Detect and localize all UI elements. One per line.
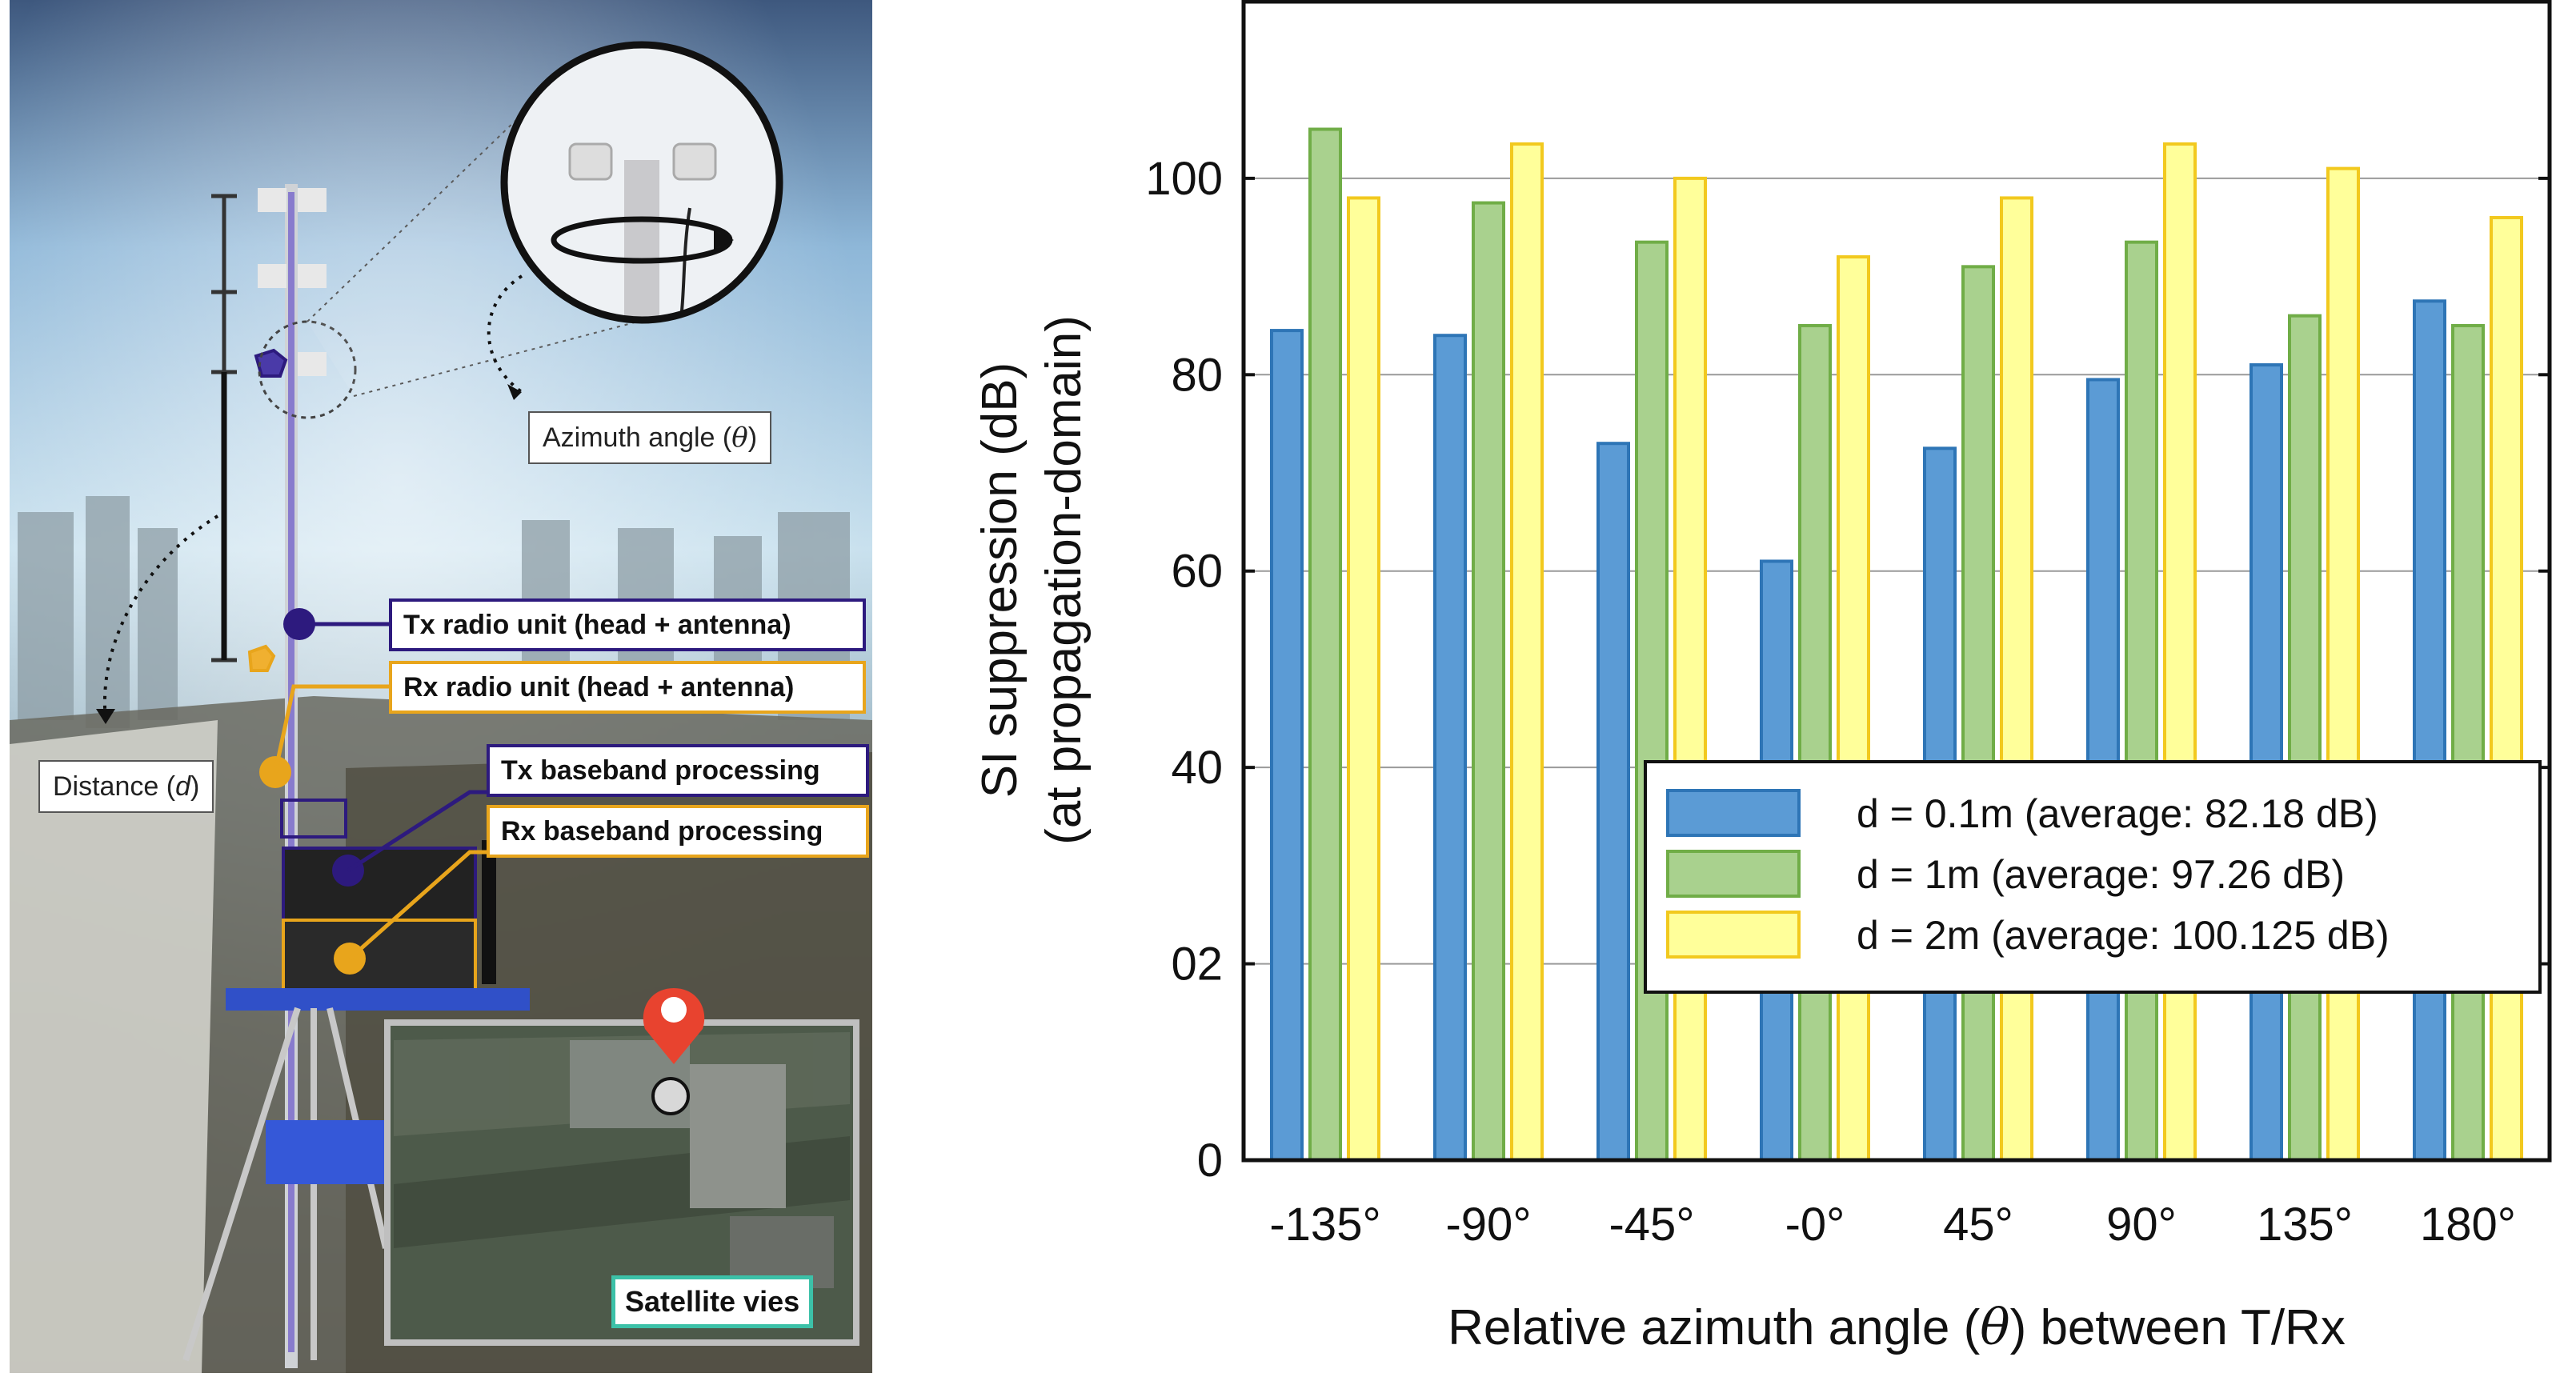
bar-series-3-cat-6 [2163,142,2197,1162]
bar-series-1-cat-1 [1270,329,1304,1163]
bar-series-1-cat-8 [2413,299,2446,1162]
y-ticks: 0 02 40 60 80 100 [1145,153,2550,1187]
bar-series-2-cat-2 [1472,201,1505,1162]
azimuth-prefix: Azimuth angle ( [543,422,732,453]
setup-photo: Azimuth angle (θ) Distance (d) Tx radio … [10,0,872,1373]
legend-label-2: d = 1m (average: 97.26 dB) [1857,852,2345,897]
x-axis-title-suffix: ) between T/Rx [2010,1300,2346,1355]
tx-baseband-label: Tx baseband processing [487,744,869,797]
distance-suffix: ) [190,771,200,802]
bar-series-2-cat-8 [2451,323,2485,1163]
satellite-view-text: Satellite vies [625,1285,800,1318]
bar-series-3-cat-7 [2326,166,2360,1162]
x-axis-title: Relative azimuth angle (θ) between T/Rx [1448,1298,2346,1356]
bar-series-2-cat-4 [1798,323,1832,1163]
x-tick-label: 90° [2106,1199,2177,1251]
y-tick-label: 02 [1171,939,1223,991]
legend-label-3: d = 2m (average: 100.125 dB) [1857,913,2390,958]
rx-baseband-text: Rx baseband processing [501,815,823,847]
tx-radio-unit-text: Tx radio unit (head + antenna) [403,609,791,640]
y-axis-title-line1: SI suppression (dB) [972,362,1028,798]
bar-series-1-cat-2 [1433,334,1467,1162]
legend-swatch-2 [1666,850,1801,898]
bar-series-2-cat-3 [1635,240,1669,1163]
satellite-view-label: Satellite vies [611,1275,814,1328]
rx-baseband-label: Rx baseband processing [487,805,869,858]
bar-series-3-cat-8 [2490,215,2523,1163]
si-suppression-chart: 0 02 40 60 80 100 -135° -90° -45° -0° 45° 90° 135° 1… [972,0,2552,1356]
plot-frame [1241,0,2552,1163]
x-tick-label: 135° [2257,1199,2353,1251]
bar-series-2-cat-6 [2125,240,2158,1163]
x-tick-label: -135° [1269,1199,1380,1251]
bar-series-1-cat-3 [1596,442,1630,1162]
legend: d = 0.1m (average: 82.18 dB) d = 1m (aver… [1644,760,2542,994]
x-ticks: -135° -90° -45° -0° 45° 90° 135° 180° [1269,1199,2516,1251]
x-tick-label: 45° [1943,1199,2013,1251]
distance-symbol: d [175,771,190,802]
x-tick-label: -0° [1785,1199,1845,1251]
distance-label: Distance (d) [38,760,214,813]
bar-series-2-cat-5 [1961,265,1995,1162]
tx-baseband-text: Tx baseband processing [501,755,820,786]
y-axis-title-line2: (at propagation-domain) [1036,315,1092,845]
y-tick-label: 40 [1171,742,1223,794]
bar-series-3-cat-5 [2000,196,2033,1163]
bar-series-2-cat-7 [2288,314,2322,1162]
y-tick-label: 100 [1145,153,1223,205]
azimuth-symbol: θ [731,422,748,454]
x-tick-label: 180° [2420,1199,2516,1251]
azimuth-angle-label: Azimuth angle (θ) [528,411,772,464]
distance-prefix: Distance ( [53,771,176,802]
legend-swatch-1 [1666,789,1801,837]
rx-radio-unit-text: Rx radio unit (head + antenna) [403,671,795,703]
azimuth-suffix: ) [747,422,758,453]
x-axis-title-symbol: θ [1980,1298,2009,1356]
legend-label-1: d = 0.1m (average: 82.18 dB) [1857,791,2378,836]
y-tick-label: 60 [1171,546,1223,598]
x-tick-label: -90° [1445,1199,1531,1251]
bar-series-3-cat-2 [1510,142,1544,1162]
bar-series-2-cat-1 [1308,127,1342,1163]
bar-series-3-cat-3 [1673,176,1707,1163]
bar-series-3-cat-1 [1347,196,1380,1163]
tx-radio-unit-label: Tx radio unit (head + antenna) [389,598,866,651]
rx-radio-unit-label: Rx radio unit (head + antenna) [389,661,866,714]
bar-series-3-cat-4 [1837,255,1870,1162]
x-axis-title-prefix: Relative azimuth angle ( [1448,1300,1980,1355]
y-tick-label: 0 [1197,1135,1223,1187]
y-tick-label: 80 [1171,349,1223,401]
x-tick-label: -45° [1608,1199,1694,1251]
legend-swatch-3 [1666,911,1801,959]
